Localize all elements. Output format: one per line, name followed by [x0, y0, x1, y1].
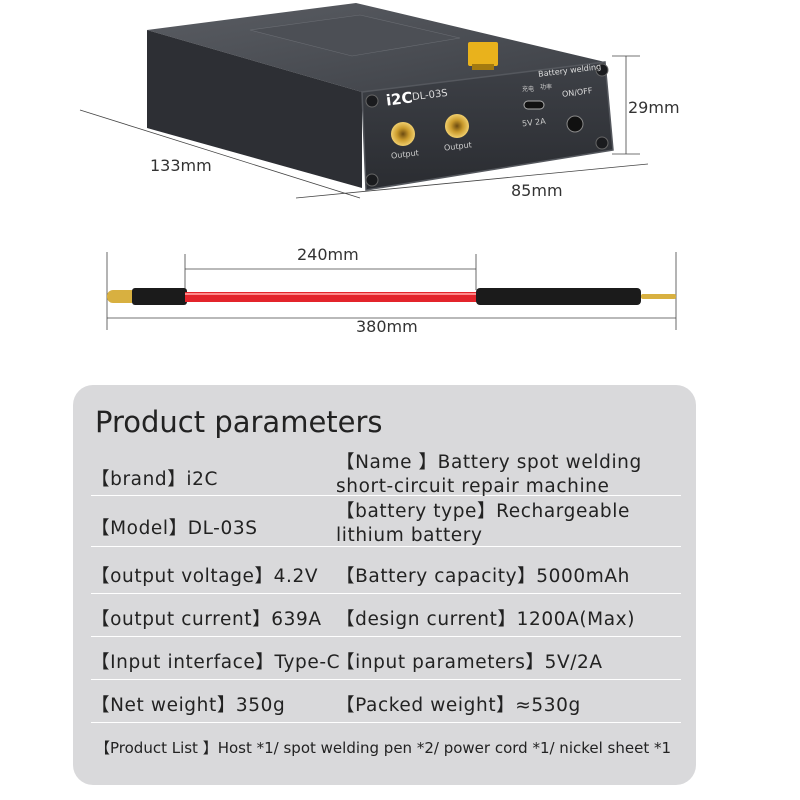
wire-length-dimension: 240mm: [297, 245, 359, 264]
power-label: 功率: [540, 84, 553, 91]
welding-pen-illustration: [106, 252, 677, 330]
device-front-face: [361, 61, 614, 191]
param-row: 【output current】639A 【design current】120…: [91, 593, 681, 637]
param-model: 【Model】DL-03S: [91, 518, 258, 539]
param-row: 【Input interface】Type-C 【input parameter…: [91, 636, 681, 680]
gold-plug: [107, 290, 137, 303]
parameters-panel: Product parameters 【brand】i2C 【Name 】Bat…: [73, 385, 696, 785]
device-side-face: [147, 30, 362, 188]
param-row: 【brand】i2C 【Name 】Battery spot welding s…: [91, 451, 681, 497]
power-switch: [566, 115, 584, 133]
param-row: 【output voltage】4.2V 【Battery capacity】5…: [91, 550, 681, 594]
total-length-dimension: 380mm: [356, 317, 418, 336]
usb-c-port: [523, 100, 545, 110]
red-cable: [185, 292, 477, 302]
param-battery-capacity: 【Battery capacity】5000mAh: [336, 566, 630, 587]
width-dimension: 85mm: [511, 181, 563, 200]
param-output-current: 【output current】639A: [91, 609, 322, 630]
param-net-weight: 【Net weight】350g: [91, 695, 286, 716]
parameters-title: Product parameters: [95, 405, 383, 439]
length-dimension: 133mm: [150, 156, 212, 175]
device-illustration: [79, 3, 649, 199]
param-row: 【Model】DL-03S 【battery type】Rechargeable…: [91, 500, 681, 547]
product-list: 【Product List 】Host *1/ spot welding pen…: [95, 739, 672, 757]
charge-label: 充电: [522, 86, 535, 93]
output-terminal-1: [391, 122, 415, 146]
device-logo: i2C: [385, 88, 414, 110]
param-battery-type: 【battery type】Rechargeable lithium batte…: [336, 501, 630, 546]
xt-connector: [468, 42, 498, 66]
param-row: 【Net weight】350g 【Packed weight】≈530g: [91, 679, 681, 723]
param-output-voltage: 【output voltage】4.2V: [91, 566, 319, 587]
output-terminal-2: [445, 114, 469, 138]
pen-tip: [641, 294, 676, 299]
param-name: 【Name 】Battery spot welding short-circui…: [336, 452, 642, 497]
param-design-current: 【design current】1200A(Max): [336, 609, 636, 630]
param-packed-weight: 【Packed weight】≈530g: [336, 695, 581, 716]
param-input-interface: 【Input interface】Type-C: [91, 652, 341, 673]
device-label-sticker: [249, 14, 461, 57]
param-input-parameters: 【input parameters】5V/2A: [336, 652, 603, 673]
height-dimension: 29mm: [628, 98, 680, 117]
param-brand: 【brand】i2C: [91, 469, 218, 490]
pen-handle: [476, 288, 641, 305]
